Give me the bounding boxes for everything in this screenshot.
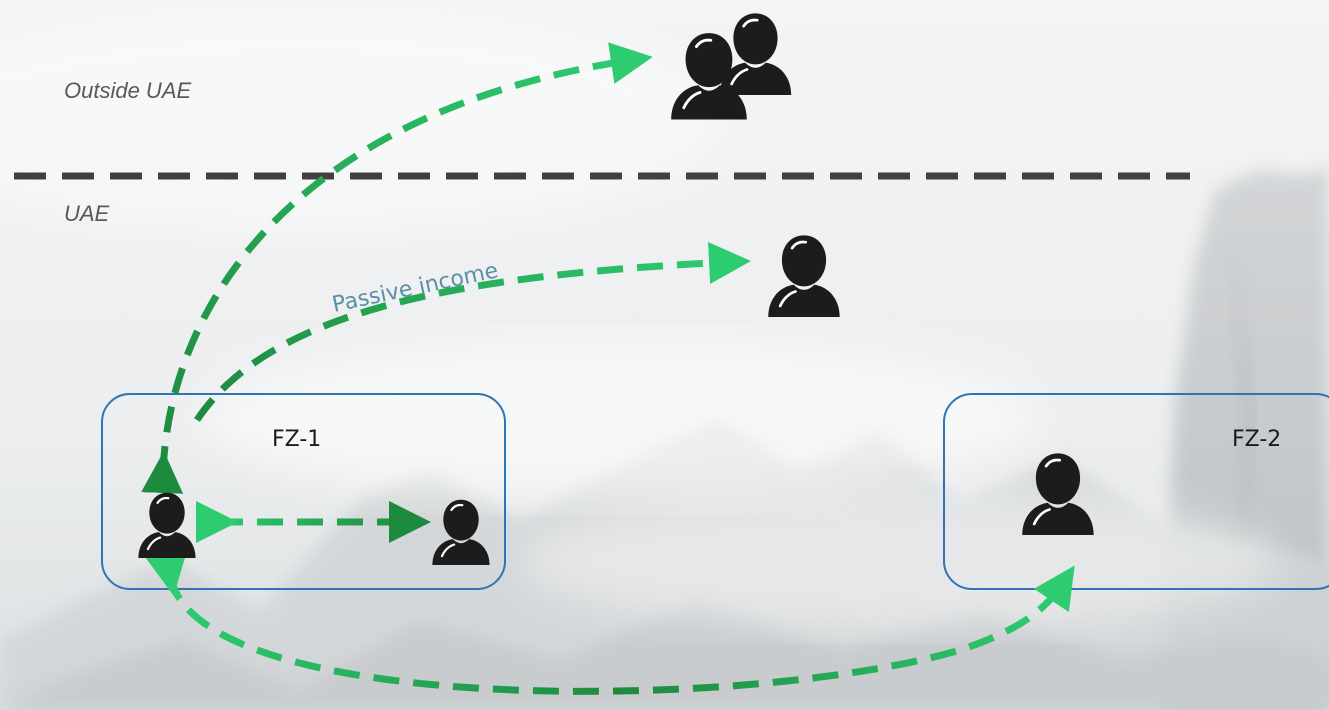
person-icon (1020, 452, 1096, 535)
arrow-fz1-outside-uae (141, 42, 653, 494)
person-icon (431, 498, 491, 565)
person-icon (137, 491, 197, 558)
uae-label: UAE (64, 201, 110, 226)
fz2-zone-box (943, 393, 1329, 590)
passive-income-label: Passive income (330, 258, 500, 318)
fz2-label: FZ-2 (1232, 427, 1282, 452)
outside-uae-label: Outside UAE (64, 78, 192, 103)
arrow-fz1-fz2 (145, 550, 1075, 695)
fz1-label: FZ-1 (272, 427, 322, 452)
group-icon (669, 11, 793, 122)
arrow-fz1-uae-mainland (194, 242, 751, 422)
person-icon (766, 233, 842, 317)
